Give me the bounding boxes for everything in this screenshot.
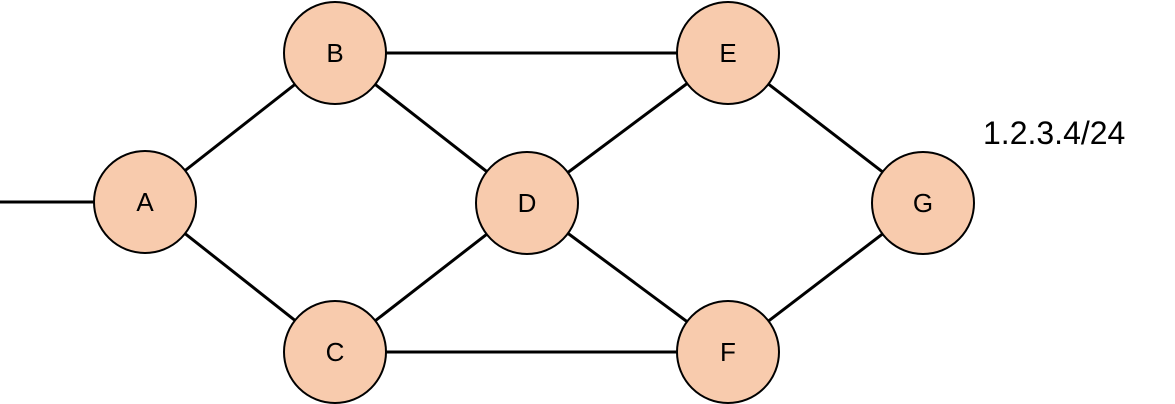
node-label: A: [136, 187, 154, 217]
node-B: B: [283, 1, 387, 105]
node-label: F: [720, 337, 736, 367]
node-C: C: [283, 300, 387, 404]
node-A: A: [93, 150, 197, 254]
node-circle: [676, 1, 780, 105]
node-label: G: [913, 188, 933, 218]
node-circle: [475, 151, 579, 255]
node-D: D: [475, 151, 579, 255]
node-label: C: [326, 337, 345, 367]
node-circle: [676, 300, 780, 404]
node-label: D: [518, 188, 537, 218]
node-F: F: [676, 300, 780, 404]
node-label: B: [326, 38, 343, 68]
node-G: G: [871, 151, 975, 255]
node-circle: [93, 150, 197, 254]
node-circle: [283, 300, 387, 404]
node-circle: [283, 1, 387, 105]
node-label: E: [719, 38, 736, 68]
node-circle: [871, 151, 975, 255]
node-E: E: [676, 1, 780, 105]
address-label: 1.2.3.4/24: [983, 115, 1126, 151]
